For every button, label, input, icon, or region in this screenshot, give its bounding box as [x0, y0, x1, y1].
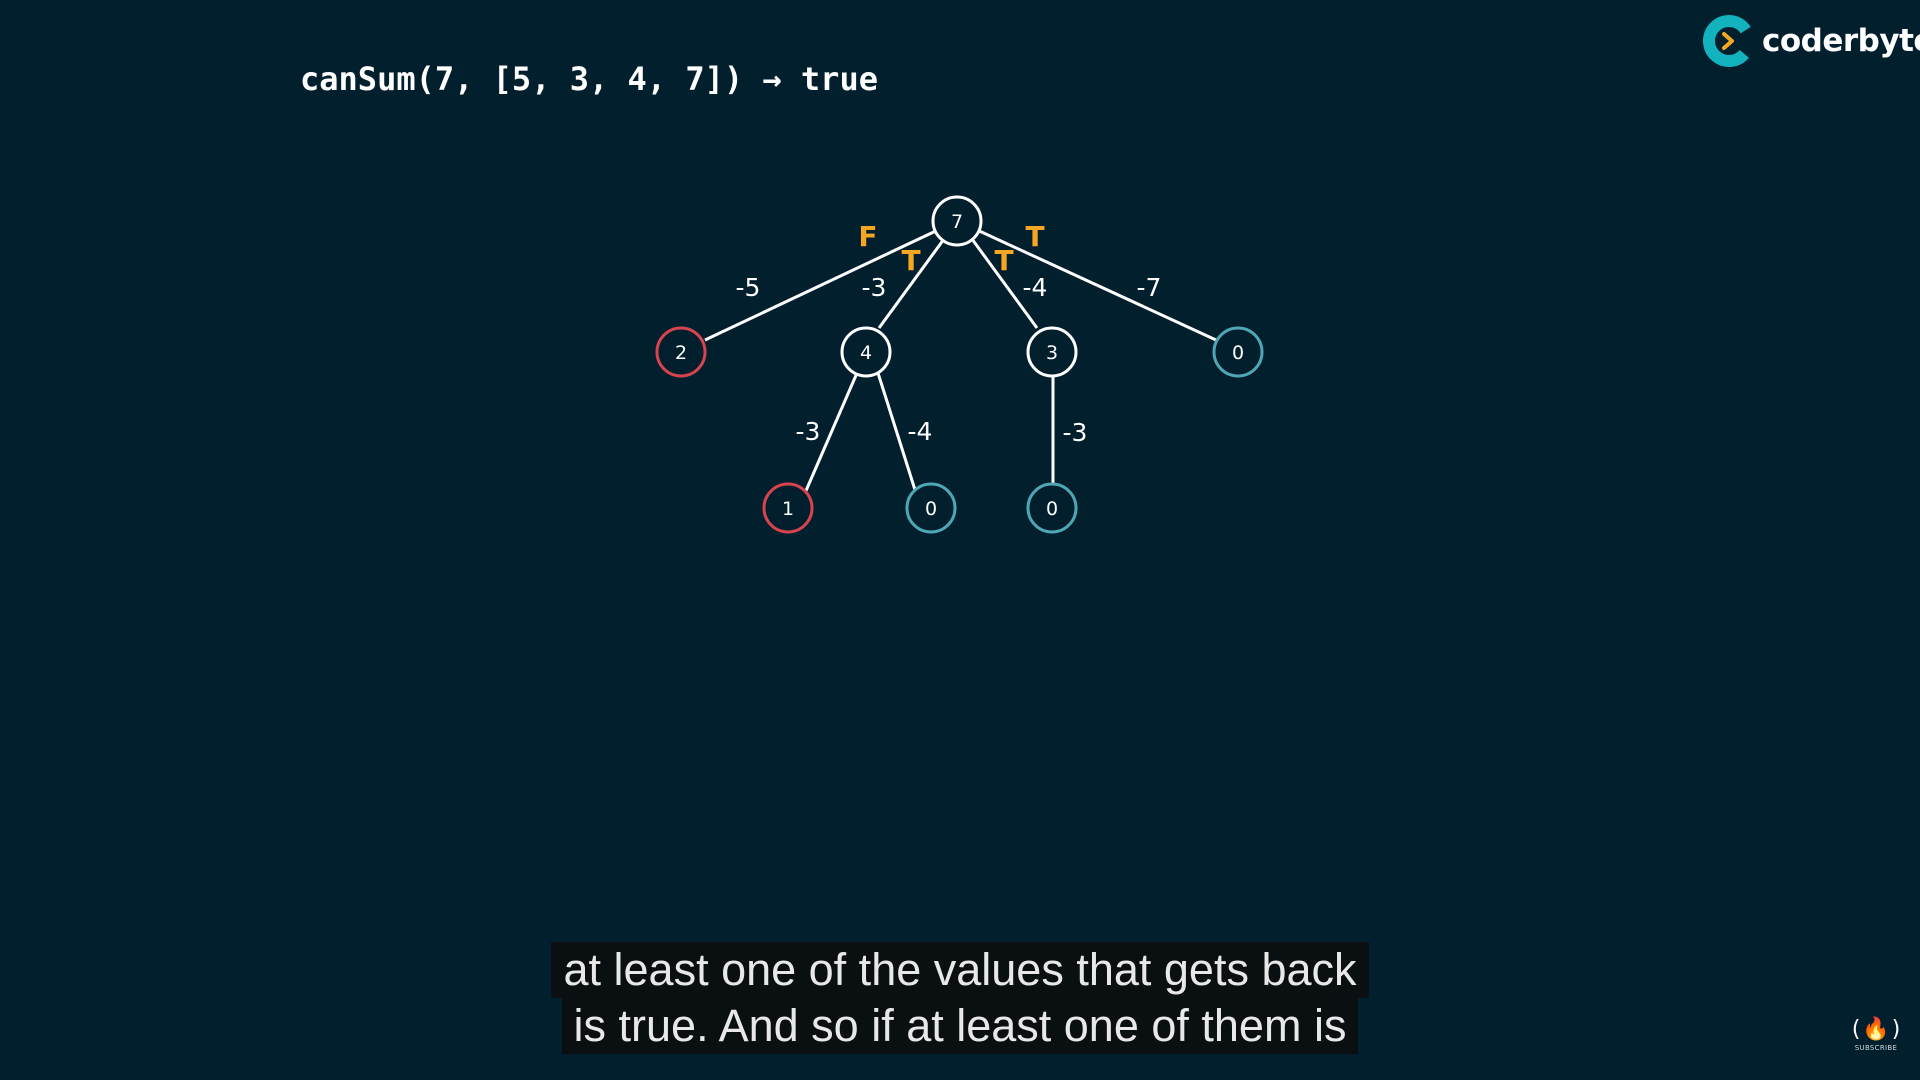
edge-7-to-0: [974, 227, 1217, 342]
coderbyte-logo: coderbyte: [1702, 14, 1920, 68]
edge-7-to-4: [877, 238, 946, 329]
edge-4-to-1: [803, 372, 859, 494]
tree-node-0-under-4: 0: [905, 482, 957, 534]
tree-node-0-under-3: 0: [1026, 482, 1078, 534]
result-label-false: F: [858, 220, 877, 253]
return-value-labels: F T T T: [858, 220, 1044, 277]
function-call-heading: canSum(7, [5, 3, 4, 7]) → true: [300, 60, 878, 98]
edge-label-minus-4-right: -4: [908, 417, 933, 446]
edge-7-to-2: [704, 227, 941, 342]
node-label: 2: [675, 342, 687, 364]
edge-label-minus-4: -4: [1023, 273, 1048, 302]
result-label-true-right: T: [1025, 220, 1044, 253]
result-label-true-left: T: [901, 244, 920, 277]
edge-7-to-3: [970, 238, 1039, 329]
subtitle-box: at least one of the values that gets bac…: [0, 942, 1920, 1054]
channel-subscribe-badge[interactable]: (🔥) SUBSCRIBE: [1849, 1016, 1903, 1066]
brand-name: coderbyte: [1762, 23, 1920, 59]
freecodecamp-flame-icon: (🔥): [1849, 1017, 1903, 1042]
tree-node-4: 4: [840, 326, 892, 378]
edge-label-minus-5: -5: [736, 273, 761, 302]
subtitle-line-1: at least one of the values that gets bac…: [551, 942, 1369, 998]
coderbyte-logo-icon: [1703, 15, 1754, 67]
edge-label-minus-3-under-3: -3: [1063, 418, 1088, 447]
tree-node-7: 7: [931, 195, 983, 247]
tree-edges: [704, 227, 1217, 494]
node-label: 0: [1232, 342, 1244, 364]
result-label-true-middle: T: [994, 244, 1013, 277]
node-label: 1: [782, 498, 794, 520]
edge-4-to-0: [876, 372, 918, 494]
tree-node-1: 1: [762, 482, 814, 534]
subscribe-label: SUBSCRIBE: [1854, 1044, 1898, 1052]
tree-node-0-right: 0: [1212, 326, 1264, 378]
edge-labels: -5 -3 -4 -7 -3 -4 -3: [736, 273, 1162, 447]
edge-label-minus-7: -7: [1137, 273, 1162, 302]
edge-label-minus-3-left: -3: [796, 417, 821, 446]
node-label: 4: [860, 342, 872, 364]
tree-node-2: 2: [655, 326, 707, 378]
tree-nodes: 7 2 4 3 0 1 0: [655, 195, 1264, 534]
node-label: 0: [1046, 498, 1058, 520]
node-label: 3: [1046, 342, 1058, 364]
subtitle-line-2: is true. And so if at least one of them …: [561, 998, 1359, 1054]
tree-node-3: 3: [1026, 326, 1078, 378]
node-label: 7: [951, 211, 963, 233]
edge-label-minus-3: -3: [862, 273, 887, 302]
node-label: 0: [925, 498, 937, 520]
